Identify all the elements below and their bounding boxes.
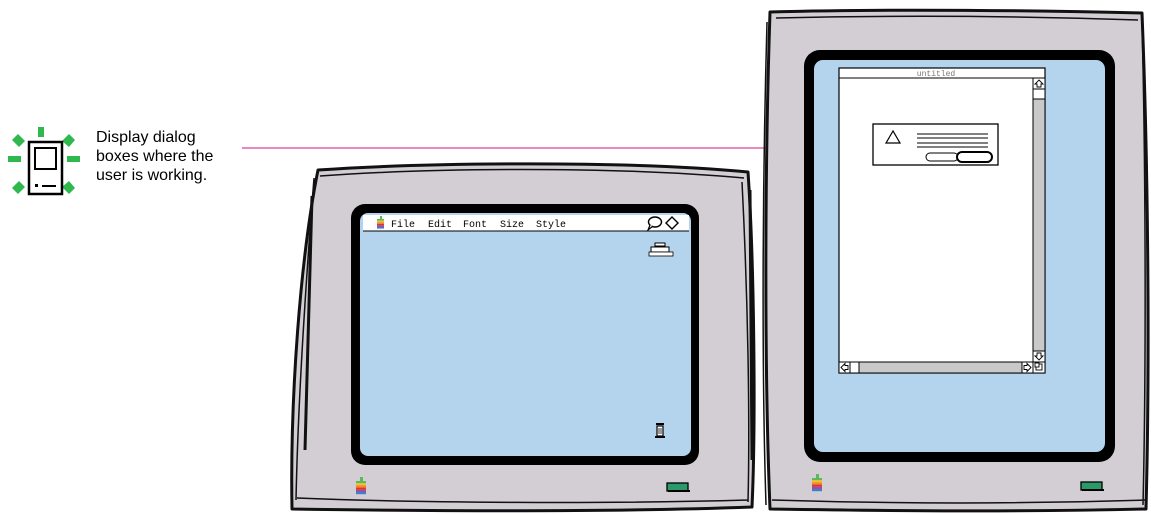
power-led-icon — [667, 483, 690, 491]
alert-dialog[interactable] — [873, 124, 998, 165]
menu-size[interactable]: Size — [500, 219, 524, 231]
indicator-ray — [67, 156, 80, 162]
size-box-icon[interactable] — [1033, 362, 1045, 373]
dialog-default-button[interactable] — [957, 152, 992, 162]
menu-edit[interactable]: Edit — [428, 219, 452, 231]
dialog-cancel-button[interactable] — [926, 153, 958, 161]
indicator-ray — [12, 134, 25, 147]
left-monitor: File Edit Font Size Style — [292, 164, 754, 511]
callout-line-2: boxes where the — [96, 147, 266, 166]
indicator-mac-screen — [35, 148, 56, 169]
indicator-ray — [38, 127, 44, 137]
menu-style[interactable]: Style — [536, 219, 566, 231]
indicator-mac-drive — [42, 185, 56, 187]
indicator-mac-slot — [35, 184, 38, 187]
callout-line-3: user is working. — [96, 166, 266, 185]
horizontal-scrollbar[interactable] — [839, 362, 1033, 373]
indicator-ray — [12, 181, 25, 194]
callout-line-1: Display dialog — [96, 128, 266, 147]
power-led-icon — [1081, 482, 1104, 490]
left-screen — [360, 213, 691, 456]
callout-text: Display dialog boxes where the user is w… — [96, 128, 266, 185]
indicator-ray — [62, 181, 75, 194]
indicator-ray — [8, 156, 21, 162]
document-window[interactable]: untitled — [839, 68, 1045, 373]
right-monitor: untitled — [763, 10, 1148, 511]
menu-file[interactable]: File — [391, 219, 415, 231]
mac-indicator-icon — [8, 127, 80, 194]
vertical-scrollbar[interactable] — [1033, 78, 1045, 362]
indicator-ray — [62, 134, 75, 147]
menu-font[interactable]: Font — [463, 220, 487, 231]
window-title: untitled — [917, 70, 956, 79]
